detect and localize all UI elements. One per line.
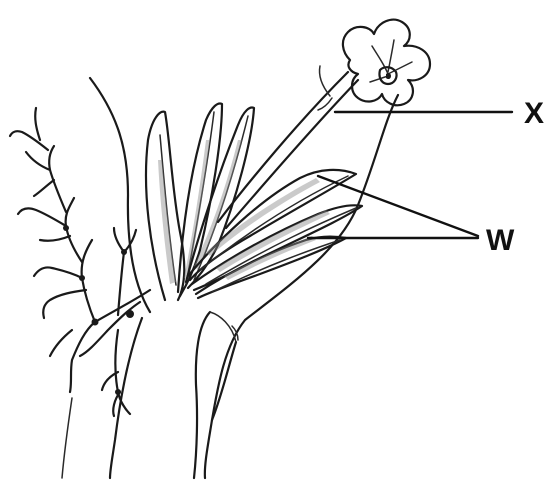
orchid-leaves [146,104,362,300]
aerial-roots [10,108,150,416]
label-x: X [524,97,544,130]
label-w: W [486,224,515,257]
orchid-flower [343,20,430,106]
